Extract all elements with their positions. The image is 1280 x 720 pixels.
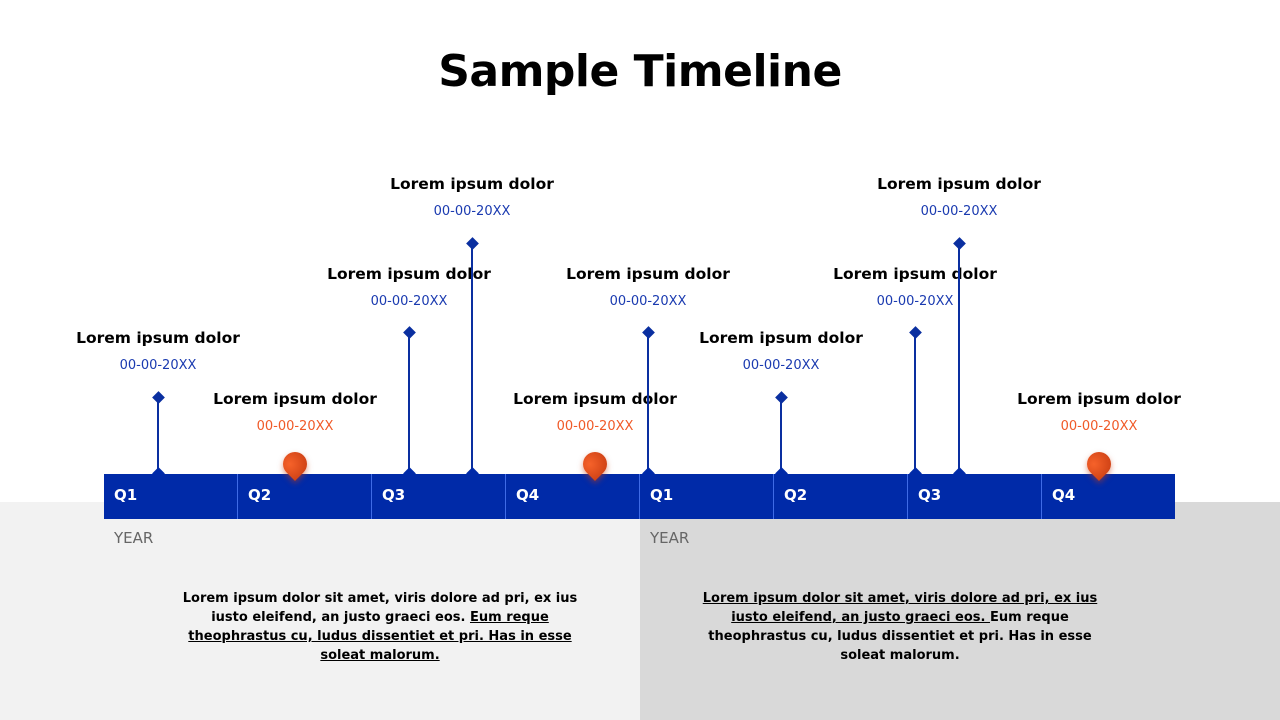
quarter-label: Q2 <box>784 486 808 504</box>
background-band-left <box>0 502 640 720</box>
milestone-label: Lorem ipsum dolor <box>699 329 863 347</box>
milestone-label: Lorem ipsum dolor <box>513 390 677 408</box>
milestone-label: Lorem ipsum dolor <box>1017 390 1181 408</box>
milestone-stem <box>471 247 473 474</box>
description-left: Lorem ipsum dolor sit amet, viris dolore… <box>182 591 578 663</box>
year-label: YEAR <box>114 529 154 547</box>
quarter-segment: Q2 <box>237 474 371 519</box>
milestone-label: Lorem ipsum dolor <box>877 175 1041 193</box>
milestone-stem <box>408 336 410 474</box>
timeline-bar: Q1 Q2 Q3 Q4 Q1 Q2 Q3 Q4 <box>104 474 1175 519</box>
year-label: YEAR <box>650 529 690 547</box>
quarter-segment: Q4 <box>505 474 639 519</box>
milestone-date: 00-00-20XX <box>920 204 998 219</box>
milestone-date: 00-00-20XX <box>119 358 197 373</box>
diamond-marker-icon <box>908 325 922 339</box>
quarter-label: Q1 <box>114 486 138 504</box>
milestone-stem <box>157 401 159 474</box>
quarter-label: Q1 <box>650 486 674 504</box>
milestone-label: Lorem ipsum dolor <box>566 265 730 283</box>
milestone-stem <box>780 401 782 474</box>
diamond-marker-icon <box>465 236 479 250</box>
milestone-label: Lorem ipsum dolor <box>213 390 377 408</box>
diamond-marker-icon <box>402 325 416 339</box>
milestone-date: 00-00-20XX <box>256 419 334 434</box>
milestone-label: Lorem ipsum dolor <box>76 329 240 347</box>
milestone-label: Lorem ipsum dolor <box>833 265 997 283</box>
quarter-segment: Q1 <box>639 474 773 519</box>
milestone-date: 00-00-20XX <box>556 419 634 434</box>
quarter-segment: Q2 <box>773 474 907 519</box>
quarter-label: Q3 <box>918 486 942 504</box>
milestone-date: 00-00-20XX <box>370 294 448 309</box>
quarter-segment: Q1 <box>104 474 237 519</box>
milestone-date: 00-00-20XX <box>433 204 511 219</box>
milestone-stem <box>647 336 649 474</box>
diamond-marker-icon <box>952 236 966 250</box>
milestone-date: 00-00-20XX <box>609 294 687 309</box>
quarter-segment: Q3 <box>907 474 1041 519</box>
diamond-marker-icon <box>151 390 165 404</box>
quarter-label: Q2 <box>248 486 272 504</box>
milestone-label: Lorem ipsum dolor <box>327 265 491 283</box>
page-title: Sample Timeline <box>438 46 842 97</box>
diamond-marker-icon <box>641 325 655 339</box>
milestone-label: Lorem ipsum dolor <box>390 175 554 193</box>
milestone-date: 00-00-20XX <box>742 358 820 373</box>
description-right: Lorem ipsum dolor sit amet, viris dolore… <box>702 591 1098 663</box>
milestone-stem <box>914 336 916 474</box>
quarter-segment: Q4 <box>1041 474 1175 519</box>
milestone-stem <box>958 247 960 474</box>
background-band-right <box>640 502 1280 720</box>
quarter-segment: Q3 <box>371 474 505 519</box>
quarter-label: Q4 <box>1052 486 1076 504</box>
quarter-label: Q4 <box>516 486 540 504</box>
milestone-date: 00-00-20XX <box>1060 419 1138 434</box>
milestone-date: 00-00-20XX <box>876 294 954 309</box>
quarter-label: Q3 <box>382 486 406 504</box>
diamond-marker-icon <box>774 390 788 404</box>
